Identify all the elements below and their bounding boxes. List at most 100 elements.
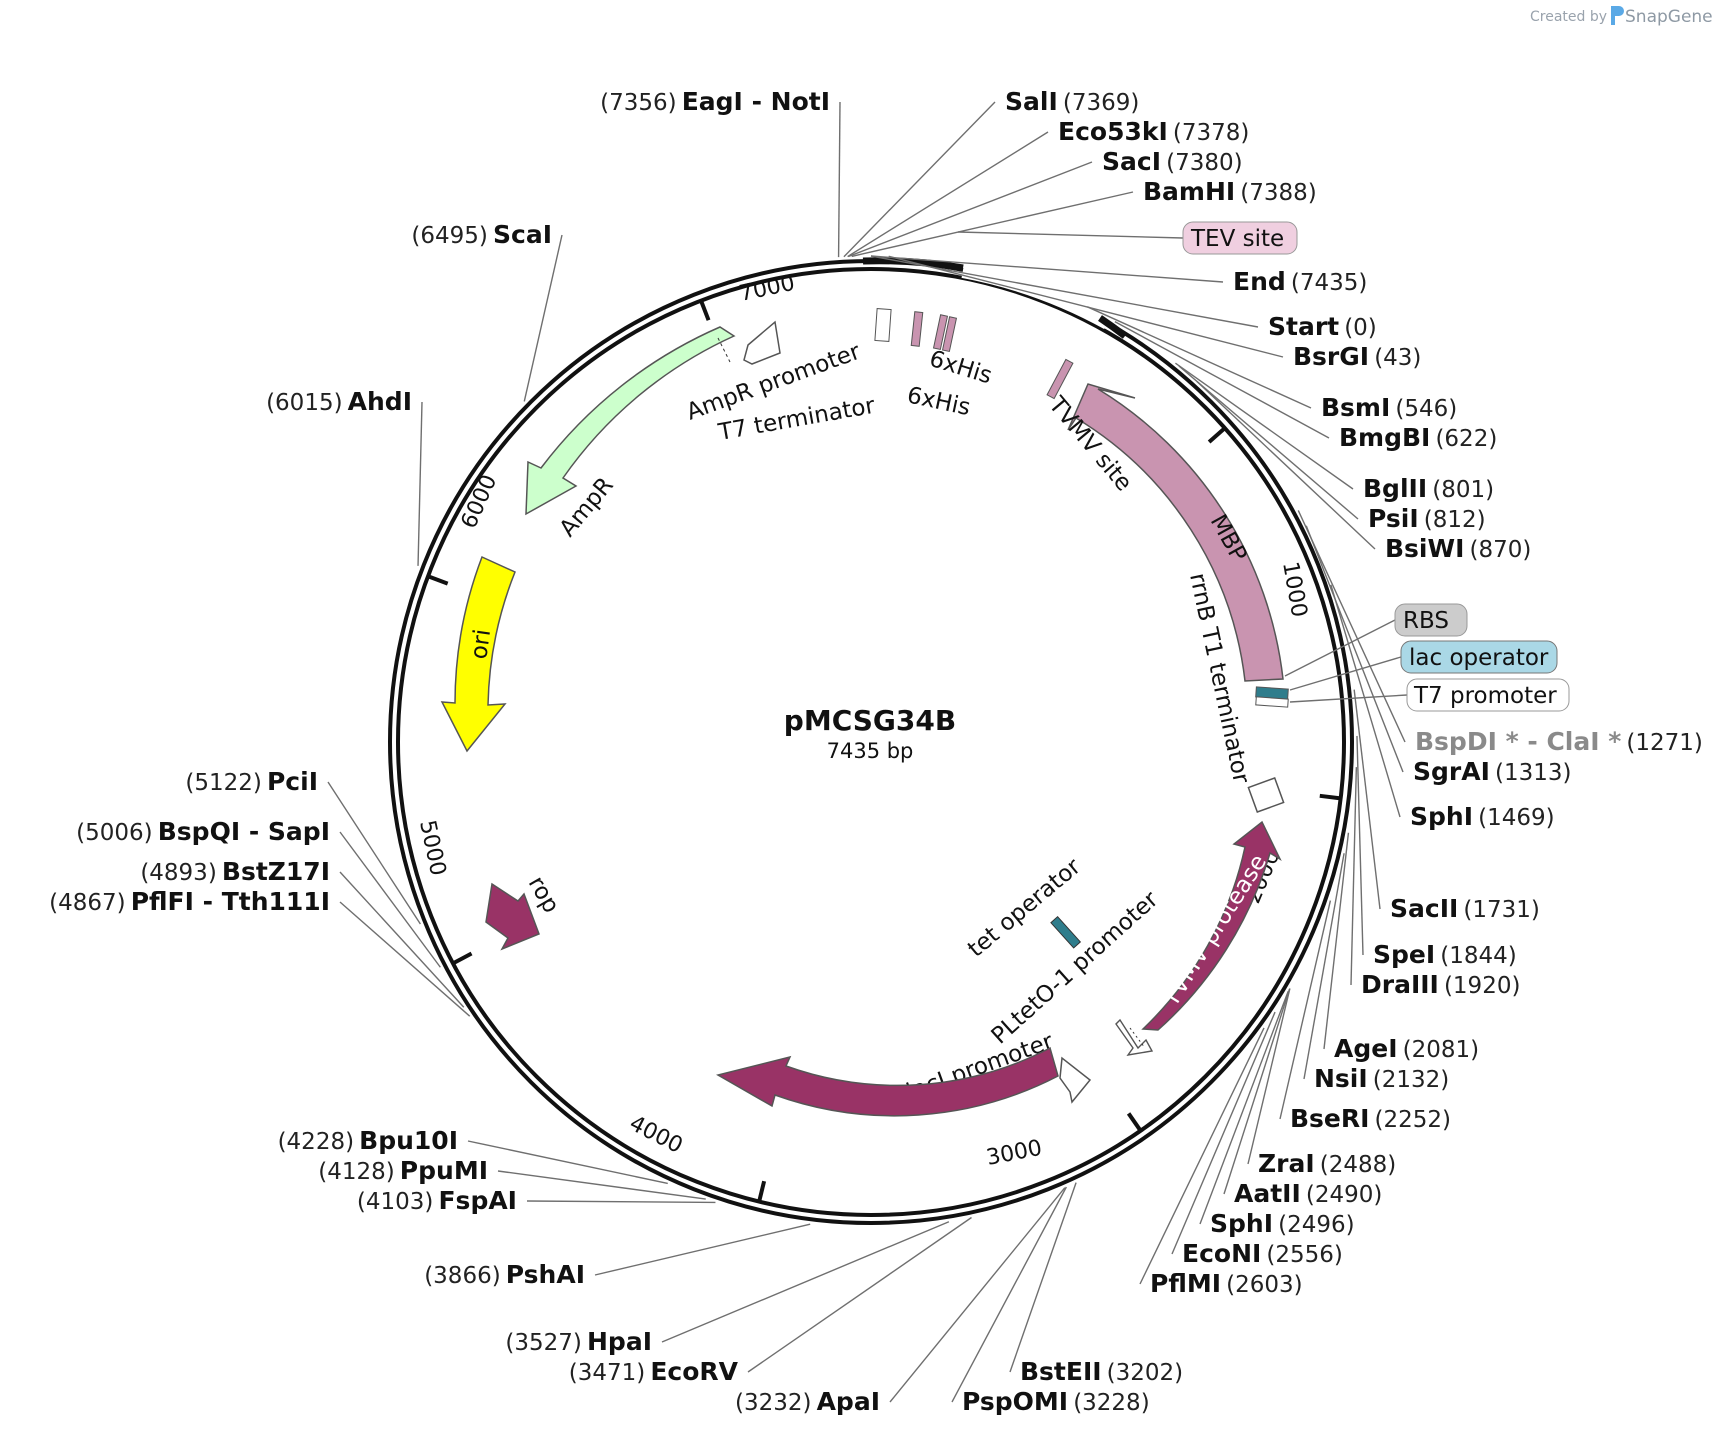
site-label[interactable]: (4103) FspAI — [357, 1186, 517, 1215]
site-text: Start (0) — [1268, 312, 1377, 341]
site-label[interactable]: (3471) EcoRV — [569, 1357, 739, 1386]
t7-terminator-box[interactable] — [874, 308, 892, 342]
site-label[interactable]: Eco53kI (7378) — [1058, 117, 1249, 146]
site-label[interactable]: NsiI (2132) — [1314, 1064, 1449, 1093]
site-text: (4128) PpuMI — [318, 1156, 488, 1185]
site-name: BstEII — [1020, 1357, 1102, 1386]
site-text: BseRI (2252) — [1290, 1104, 1451, 1133]
site-label[interactable]: PsiI (812) — [1368, 504, 1486, 533]
site-label[interactable]: BsmI (546) — [1321, 393, 1457, 422]
site-label[interactable]: DraIII (1920) — [1361, 970, 1520, 999]
site-leader-line — [888, 255, 1284, 358]
site-label[interactable]: BseRI (2252) — [1290, 1104, 1451, 1133]
site-leader-line — [1247, 988, 1291, 1165]
site-label[interactable]: BspDI * - ClaI * (1271) — [1415, 727, 1703, 756]
site-label[interactable]: BsrGI (43) — [1293, 342, 1421, 371]
tvmv-protease-feature[interactable] — [1141, 820, 1282, 1031]
rbs-badge[interactable]: RBS — [1394, 603, 1468, 637]
site-label[interactable]: SgrAI (1313) — [1413, 757, 1571, 786]
tet-operator-box[interactable] — [1050, 915, 1082, 949]
site-position: (812) — [1424, 507, 1486, 533]
ori-feature[interactable] — [440, 555, 516, 753]
rop-feature[interactable] — [485, 882, 540, 951]
site-label[interactable]: (3232) ApaI — [735, 1387, 880, 1416]
site-label[interactable]: (4228) Bpu10I — [278, 1126, 458, 1155]
site-text: SphI (1469) — [1410, 802, 1555, 831]
site-text: (4103) FspAI — [357, 1186, 517, 1215]
site-name: SacI — [1102, 147, 1161, 176]
mbp-feature[interactable] — [1067, 383, 1284, 682]
badge-leader-line — [957, 231, 1184, 239]
site-label[interactable]: (5006) BspQI - SapI — [76, 817, 330, 846]
his-box-1[interactable] — [910, 311, 924, 347]
site-label[interactable]: ZraI (2488) — [1258, 1149, 1396, 1178]
laci-feature[interactable] — [716, 1046, 1059, 1117]
site-label[interactable]: (3866) PshAI — [424, 1260, 585, 1289]
lac-operator-badge[interactable]: lac operator — [1400, 640, 1558, 674]
site-position: (2496) — [1278, 1212, 1354, 1238]
site-label[interactable]: Start (0) — [1268, 312, 1377, 341]
t7-promoter-box[interactable] — [1255, 696, 1289, 708]
site-name: Start — [1268, 312, 1339, 341]
ampr-promoter-arrow[interactable] — [743, 320, 781, 365]
snapgene-logo-icon — [1611, 6, 1624, 25]
site-label[interactable]: (3527) HpaI — [505, 1327, 652, 1356]
site-leader-line — [661, 1221, 950, 1343]
site-label[interactable]: (5122) PciI — [185, 767, 318, 796]
site-leader-line — [848, 161, 1093, 258]
site-label[interactable]: (4867) PflFI - Tth111I — [49, 887, 330, 916]
tev-site-badge[interactable]: TEV site — [1182, 221, 1298, 255]
site-leader-line — [1139, 1027, 1265, 1285]
site-label[interactable]: (4893) BstZ17I — [140, 857, 330, 886]
site-label[interactable]: BmgBI (622) — [1339, 423, 1497, 452]
site-label[interactable]: (6015) AhdI — [266, 387, 412, 416]
site-label[interactable]: BglII (801) — [1363, 474, 1494, 503]
site-label[interactable]: EcoNI (2556) — [1182, 1239, 1343, 1268]
ampr-feature[interactable] — [525, 326, 736, 516]
site-label[interactable]: SphI (2496) — [1210, 1209, 1355, 1238]
site-label[interactable]: AatII (2490) — [1234, 1179, 1382, 1208]
site-name: Bpu10I — [359, 1126, 458, 1155]
site-name: Eco53kI — [1058, 117, 1168, 146]
site-leader-line — [1353, 689, 1381, 910]
site-leader-line — [1114, 320, 1330, 439]
site-text: NsiI (2132) — [1314, 1064, 1449, 1093]
site-leader-line — [339, 831, 441, 968]
site-name: PciI — [267, 767, 318, 796]
site-name: BsmI — [1321, 393, 1390, 422]
site-label[interactable]: SphI (1469) — [1410, 802, 1555, 831]
site-label[interactable]: PflMI (2603) — [1150, 1269, 1303, 1298]
site-label[interactable]: (7356) EagI - NotI — [600, 87, 830, 116]
site-label[interactable]: (6495) ScaI — [411, 220, 552, 249]
site-label[interactable]: PspOMI (3228) — [962, 1387, 1150, 1416]
site-position: (7435) — [1291, 270, 1367, 296]
site-label[interactable]: (4128) PpuMI — [318, 1156, 488, 1185]
site-label[interactable]: BamHI (7388) — [1143, 177, 1317, 206]
his-box-2[interactable] — [932, 314, 949, 351]
pltet-promoter-arrow[interactable] — [1115, 1018, 1154, 1056]
site-position: (1844) — [1440, 943, 1516, 969]
tvmv-site-box[interactable] — [1046, 358, 1074, 400]
site-label[interactable]: AgeI (2081) — [1334, 1034, 1479, 1063]
site-label[interactable]: End (7435) — [1233, 267, 1367, 296]
site-text: (3527) HpaI — [505, 1327, 652, 1356]
t7-promoter-badge[interactable]: T7 promoter — [1406, 678, 1570, 712]
his-box-3[interactable] — [941, 316, 958, 353]
site-label[interactable]: SacI (7380) — [1102, 147, 1243, 176]
site-label[interactable]: SalI (7369) — [1005, 87, 1139, 116]
site-label[interactable]: SacII (1731) — [1390, 894, 1540, 923]
laci-promoter-arrow[interactable] — [1059, 1056, 1092, 1104]
site-label[interactable]: BsiWI (870) — [1385, 534, 1531, 563]
credit-prefix: Created by — [1530, 9, 1607, 25]
site-label[interactable]: SpeI (1844) — [1373, 940, 1517, 969]
tick-mark — [427, 574, 449, 586]
site-leader-line — [497, 1170, 706, 1200]
tick-mark — [757, 1180, 767, 1203]
site-label[interactable]: BstEII (3202) — [1020, 1357, 1183, 1386]
site-name: BstZ17I — [222, 857, 330, 886]
ori-label: ori — [466, 628, 496, 661]
site-leader-line — [526, 1200, 716, 1204]
svg-text:T7 promoter: T7 promoter — [1413, 683, 1557, 709]
site-name: BsrGI — [1293, 342, 1369, 371]
rrnb-terminator-box[interactable] — [1247, 777, 1285, 813]
